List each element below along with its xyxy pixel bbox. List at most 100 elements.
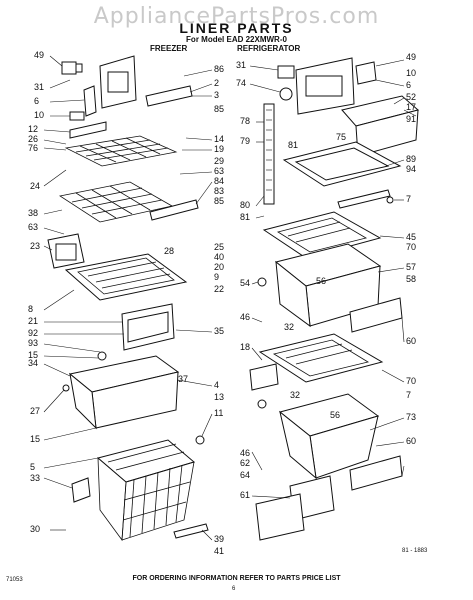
crisper-drawer-lower bbox=[278, 393, 380, 480]
callout-right-outer-10: 10 bbox=[406, 68, 416, 78]
callout-center-9: 9 bbox=[214, 272, 219, 282]
callout-right-inner-62: 62 bbox=[240, 458, 250, 468]
callout-right-outer-73: 73 bbox=[406, 412, 416, 422]
callout-center-39: 39 bbox=[214, 534, 224, 544]
freezer-control-housing bbox=[99, 55, 137, 109]
callout-left-38: 38 bbox=[28, 208, 38, 218]
freezer-light-socket bbox=[61, 61, 83, 75]
refrigerator-bracket-screw bbox=[257, 399, 267, 409]
freezer-bracket bbox=[69, 85, 97, 121]
callout-center-85: 85 bbox=[214, 104, 224, 114]
callout-center-19: 19 bbox=[214, 144, 224, 154]
freezer-shelf-frame bbox=[64, 253, 188, 301]
freezer-screw bbox=[62, 384, 70, 392]
freezer-wire-shelf-upper bbox=[64, 121, 178, 167]
callout-left-8: 8 bbox=[28, 304, 33, 314]
callout-center-13: 13 bbox=[214, 392, 224, 402]
ice-tray bbox=[47, 233, 85, 269]
refrigerator-screw bbox=[257, 277, 267, 287]
callout-right-outer-94: 94 bbox=[406, 164, 416, 174]
drawing-code-left: 71053 bbox=[6, 577, 23, 583]
refrigerator-bracket bbox=[355, 61, 377, 85]
callout-right-outer-70: 70 bbox=[406, 376, 416, 386]
callout-left-6: 6 bbox=[34, 96, 39, 106]
callout-left-21: 21 bbox=[28, 316, 38, 326]
drawing-code-right: 81 - 1883 bbox=[402, 548, 428, 554]
callout-center-35: 35 bbox=[214, 326, 224, 336]
crisper-drawer-upper bbox=[274, 243, 382, 328]
refrigerator-section-label: REFRIGERATOR bbox=[237, 44, 301, 53]
callout-right-outer-60: 60 bbox=[406, 336, 416, 346]
callout-right-outer-60: 60 bbox=[406, 436, 416, 446]
refrigerator-glass-shelf bbox=[282, 141, 402, 187]
callout-left-33: 33 bbox=[30, 473, 40, 483]
meat-keeper-pan bbox=[255, 493, 305, 541]
callout-right-inner-64: 64 bbox=[240, 470, 250, 480]
callout-center-37: 37 bbox=[178, 374, 188, 384]
callout-left-10: 10 bbox=[34, 110, 44, 120]
callout-center-2: 2 bbox=[214, 78, 219, 88]
callout-right-outer-57: 57 bbox=[406, 262, 416, 272]
basket-slide-bracket bbox=[71, 477, 91, 503]
shelf-trim-strip bbox=[337, 189, 391, 209]
callout-left-34: 34 bbox=[28, 358, 38, 368]
refrigerator-control-housing bbox=[295, 57, 355, 115]
callout-left-23: 23 bbox=[30, 241, 40, 251]
callout-left-93: 93 bbox=[28, 338, 38, 348]
callout-right-inner-80: 80 bbox=[240, 200, 250, 210]
callout-right-outer-7: 7 bbox=[406, 194, 411, 204]
callout-left-12: 12 bbox=[28, 124, 38, 134]
callout-right-outer-49: 49 bbox=[406, 52, 416, 62]
callout-right-inner-18: 18 bbox=[240, 342, 250, 352]
callout-right-outer-17: 17 bbox=[406, 102, 416, 112]
leader-lines bbox=[43, 55, 417, 541]
watermark: AppliancePartsPros.com bbox=[93, 4, 380, 29]
freezer-front-panel bbox=[121, 303, 175, 351]
callout-left-24: 24 bbox=[30, 181, 40, 191]
callout-left-30: 30 bbox=[30, 524, 40, 534]
callout-right-inner-46: 46 bbox=[240, 448, 250, 458]
callout-left-5: 5 bbox=[30, 462, 35, 472]
callout-right-outer-7: 7 bbox=[406, 390, 411, 400]
callout-left-49: 49 bbox=[34, 50, 44, 60]
freezer-wire-shelf-lower bbox=[58, 181, 199, 223]
callout-right-outer-58: 58 bbox=[406, 274, 416, 284]
callout-right-inner-46: 46 bbox=[240, 312, 250, 322]
freezer-bin bbox=[68, 355, 180, 430]
callout-right-outer-56: 56 bbox=[316, 276, 326, 286]
callout-left-31: 31 bbox=[34, 82, 44, 92]
callout-center-40: 40 bbox=[214, 252, 224, 262]
callout-center-83: 83 bbox=[214, 186, 224, 196]
callout-right-inner-31: 31 bbox=[236, 60, 246, 70]
callout-right-inner-81: 81 bbox=[240, 212, 250, 222]
callout-right-outer-56: 56 bbox=[330, 410, 340, 420]
callout-left-63: 63 bbox=[28, 222, 38, 232]
callout-center-29: 29 bbox=[214, 156, 224, 166]
callout-right-outer-70: 70 bbox=[406, 242, 416, 252]
callout-right-outer-89: 89 bbox=[406, 154, 416, 164]
callout-left-15: 15 bbox=[30, 434, 40, 444]
freezer-spacer bbox=[97, 351, 107, 361]
callout-left-27: 27 bbox=[30, 406, 40, 416]
callout-center-11: 11 bbox=[214, 408, 223, 418]
callout-center-86: 86 bbox=[214, 64, 224, 74]
callout-center-85: 85 bbox=[214, 196, 224, 206]
callout-right-inner-78: 78 bbox=[240, 116, 250, 126]
shelf-ladder-rail bbox=[263, 103, 275, 205]
freezer-wire-basket bbox=[96, 439, 196, 542]
callout-center-14: 14 bbox=[214, 134, 224, 144]
callout-labels: 4931610122676243863238219293153427155333… bbox=[28, 50, 416, 556]
callout-right-outer-81: 81 bbox=[288, 140, 298, 150]
refrigerator-clip bbox=[386, 196, 394, 204]
callout-right-inner-79: 79 bbox=[240, 136, 250, 146]
callout-right-outer-75: 75 bbox=[336, 132, 346, 142]
callout-center-20: 20 bbox=[214, 262, 224, 272]
callout-right-outer-91: 91 bbox=[406, 114, 416, 124]
ordering-note: FOR ORDERING INFORMATION REFER TO PARTS … bbox=[132, 575, 341, 582]
freezer-cap bbox=[195, 435, 205, 445]
callout-left-26: 26 bbox=[28, 134, 38, 144]
callout-left-76: 76 bbox=[28, 143, 38, 153]
callout-right-outer-45: 45 bbox=[406, 232, 416, 242]
